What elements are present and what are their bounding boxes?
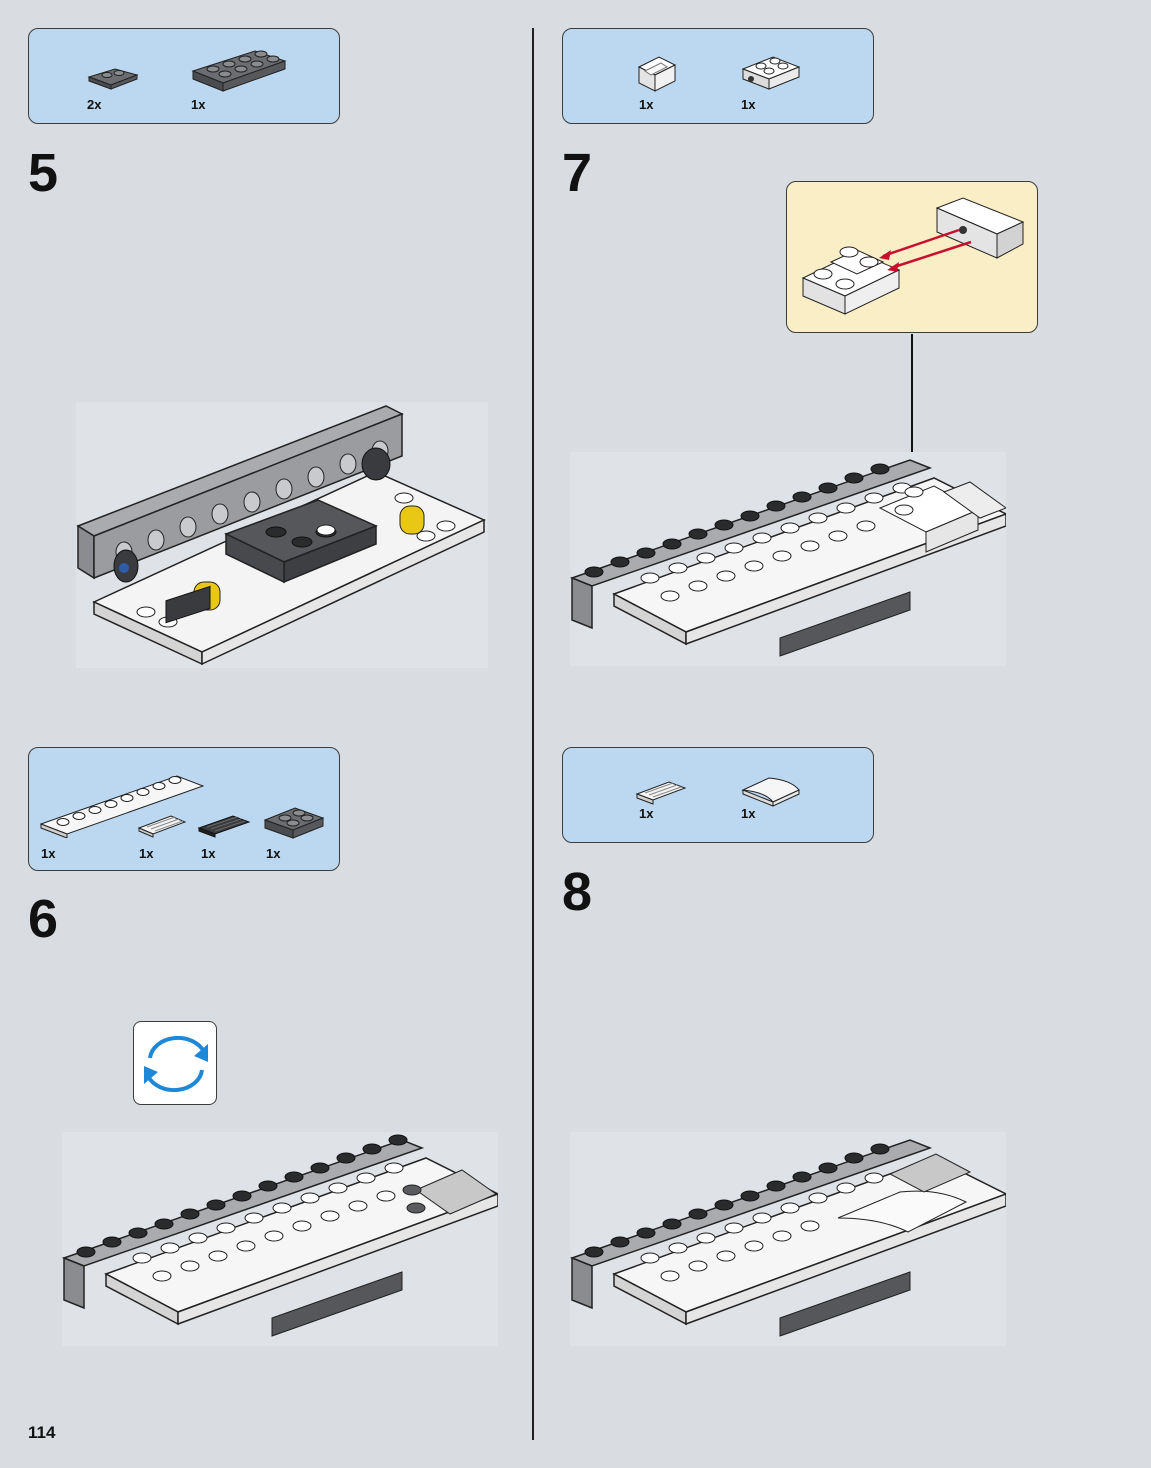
rotate-model-icon bbox=[133, 1021, 217, 1105]
curved-slope-white-part bbox=[741, 777, 800, 807]
step-number: 6 bbox=[28, 889, 59, 949]
part-quantity: 1x bbox=[266, 846, 281, 861]
grille-tile-black-part bbox=[197, 815, 251, 838]
part-quantity: 1x bbox=[191, 97, 206, 112]
plate-1x8-white-part bbox=[39, 775, 205, 838]
step-8-assembly-illustration bbox=[570, 1132, 1006, 1346]
plate-1x2-dark-grey-part bbox=[87, 68, 139, 90]
part-quantity: 2x bbox=[87, 97, 102, 112]
parts-list-step-6: 1x 1x 1x 1x bbox=[28, 747, 340, 871]
page-number: 114 bbox=[28, 1423, 56, 1442]
part-quantity: 1x bbox=[639, 806, 654, 821]
part-quantity: 1x bbox=[41, 846, 56, 861]
part-quantity: 1x bbox=[201, 846, 216, 861]
parts-list-step-7: 1x 1x bbox=[562, 28, 874, 124]
part-quantity: 1x bbox=[639, 97, 654, 112]
bracket-white-part bbox=[637, 56, 677, 92]
step-number: 8 bbox=[562, 862, 593, 922]
plate-2x4-dark-grey-part bbox=[191, 50, 287, 92]
sub-assembly-callout bbox=[786, 181, 1038, 333]
step-5-assembly-illustration bbox=[76, 402, 488, 668]
part-quantity: 1x bbox=[741, 806, 756, 821]
step-number: 7 bbox=[562, 143, 593, 203]
part-quantity: 1x bbox=[139, 846, 154, 861]
grille-tile-white-part bbox=[137, 815, 187, 838]
step-number: 5 bbox=[28, 143, 59, 203]
column-divider bbox=[532, 28, 534, 1440]
step-6-assembly-illustration bbox=[62, 1132, 498, 1346]
parts-list-step-8: 1x 1x bbox=[562, 747, 874, 843]
step-7-assembly-illustration bbox=[570, 452, 1006, 666]
parts-list-step-5: 2x 1x bbox=[28, 28, 340, 124]
grille-tile-white-part bbox=[635, 781, 687, 805]
plate-2x2-dark-grey-part bbox=[263, 807, 325, 839]
brick-modified-white-part bbox=[741, 56, 801, 90]
part-quantity: 1x bbox=[741, 97, 756, 112]
